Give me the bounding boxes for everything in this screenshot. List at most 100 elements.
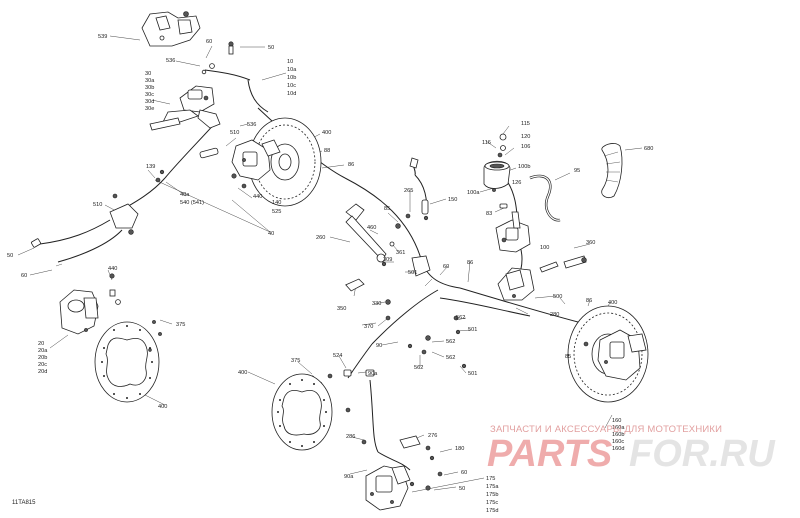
callout-30e: 30e [145, 106, 154, 112]
callout-400b: 400 [608, 300, 617, 306]
callout-524: 524 [333, 353, 342, 359]
watermark-logo: PARTS FOR.RU [487, 433, 776, 474]
callout-90a-b: 90a [344, 474, 354, 480]
callout-160b: 160b [612, 432, 624, 438]
brake-disc-rear-left [271, 373, 333, 451]
watermark-subtitle: ЗАПЧАСТИ И АКСЕССУАРЫ ДЛЯ МОТОТЕХНИКИ [490, 424, 723, 435]
front-hose-fittings [31, 169, 165, 267]
callout-60b: 60 [21, 273, 27, 279]
callout-260: 260 [316, 235, 325, 241]
callout-375b: 375 [291, 358, 300, 364]
callout-10d: 10d [287, 91, 296, 97]
callout-106: 106 [521, 144, 530, 150]
callout-86: 86 [348, 162, 354, 168]
callout-501: 501 [408, 270, 417, 276]
caliper-front-left [59, 273, 121, 335]
callout-150: 150 [448, 197, 457, 203]
callout-309: 309 [383, 257, 392, 263]
callout-86c: 86 [586, 298, 592, 304]
caliper-front-right [199, 139, 281, 189]
callout-680: 680 [644, 146, 653, 152]
callout-126: 126 [512, 180, 521, 186]
callout-40: 40 [268, 231, 274, 237]
callout-160d: 160d [612, 446, 624, 452]
callout-90a: 90a [368, 371, 378, 377]
callout-50c: 50 [459, 486, 465, 492]
callout-440b: 440 [108, 266, 117, 272]
callout-20d: 20d [38, 369, 47, 375]
callout-361: 361 [396, 250, 405, 256]
callout-350: 350 [337, 306, 346, 312]
callout-180: 180 [455, 446, 464, 452]
rubber-boot-680 [601, 143, 623, 198]
callout-50b: 50 [7, 253, 13, 259]
callout-120: 120 [521, 134, 530, 140]
rear-brake-switch-sensor [409, 157, 429, 221]
callout-88: 88 [324, 148, 330, 154]
callout-562: 562 [456, 315, 465, 321]
callout-525: 525 [272, 209, 281, 215]
callout-140: 140 [272, 200, 281, 206]
callout-539: 539 [98, 34, 107, 40]
rear-master-cylinder [495, 211, 531, 253]
callout-30: 30 [145, 71, 151, 77]
callout-30a: 30a [145, 78, 155, 84]
part-number-labels: 539 50 60 536 10 10a 10b 10c 10d 30 30a … [7, 34, 653, 514]
callout-116: 116 [482, 140, 491, 146]
mount-bracket-539 [141, 11, 201, 47]
callout-100b: 100b [518, 164, 530, 170]
callout-60d: 60 [461, 470, 467, 476]
callout-20c: 20c [38, 362, 47, 368]
brake-disc-front-left [94, 320, 162, 403]
callout-100: 100 [540, 245, 549, 251]
brake-hoses [39, 69, 579, 471]
callout-30c: 30c [145, 92, 154, 98]
front-master-cylinder [149, 41, 234, 131]
callout-10: 10 [287, 59, 293, 65]
callout-501b: 501 [468, 327, 477, 333]
callout-280: 280 [550, 312, 559, 318]
callout-60c: 60 [443, 264, 449, 270]
callout-175b: 175b [486, 492, 498, 498]
callout-30d: 30d [145, 99, 154, 105]
callout-85b: 85 [565, 354, 571, 360]
callout-510: 510 [230, 130, 239, 136]
lower-line-fittings [309, 369, 443, 491]
leader-lines [17, 35, 643, 493]
callout-100a: 100a [467, 190, 480, 196]
callout-286: 286 [346, 434, 355, 440]
callout-115: 115 [521, 121, 530, 127]
junction-block-500 [407, 255, 587, 369]
callout-501c: 501 [468, 371, 477, 377]
callout-400d: 400 [158, 404, 167, 410]
callout-60: 60 [206, 39, 212, 45]
callout-175d: 175d [486, 508, 498, 514]
callout-360: 360 [586, 240, 595, 246]
callout-500: 500 [553, 294, 562, 300]
callout-265: 265 [404, 188, 413, 194]
callout-562d: 562 [414, 365, 423, 371]
watermark-logo-right: FOR.RU [629, 433, 776, 474]
callout-40a: 40a [180, 192, 190, 198]
callout-160c: 160c [612, 439, 624, 445]
callout-20: 20 [38, 341, 44, 347]
callout-400c: 400 [238, 370, 247, 376]
callout-460: 460 [367, 225, 376, 231]
callout-175: 175 [486, 476, 495, 482]
callout-160: 160 [612, 418, 621, 424]
callout-20b: 20b [38, 355, 47, 361]
callout-370: 370 [364, 324, 373, 330]
diagram-reference-code: 11TA815 [12, 500, 36, 506]
callout-30b: 30b [145, 85, 154, 91]
callout-86b: 86 [467, 260, 473, 266]
callout-175c: 175c [486, 500, 498, 506]
callout-562b: 562 [446, 339, 455, 345]
callout-536: 536 [166, 58, 175, 64]
callout-536b: 536 [247, 122, 256, 128]
callout-50: 50 [268, 45, 274, 51]
callout-510b: 510 [93, 202, 102, 208]
callout-10b: 10b [287, 75, 296, 81]
callout-375: 375 [176, 322, 185, 328]
caliper-rear-right [583, 329, 647, 381]
